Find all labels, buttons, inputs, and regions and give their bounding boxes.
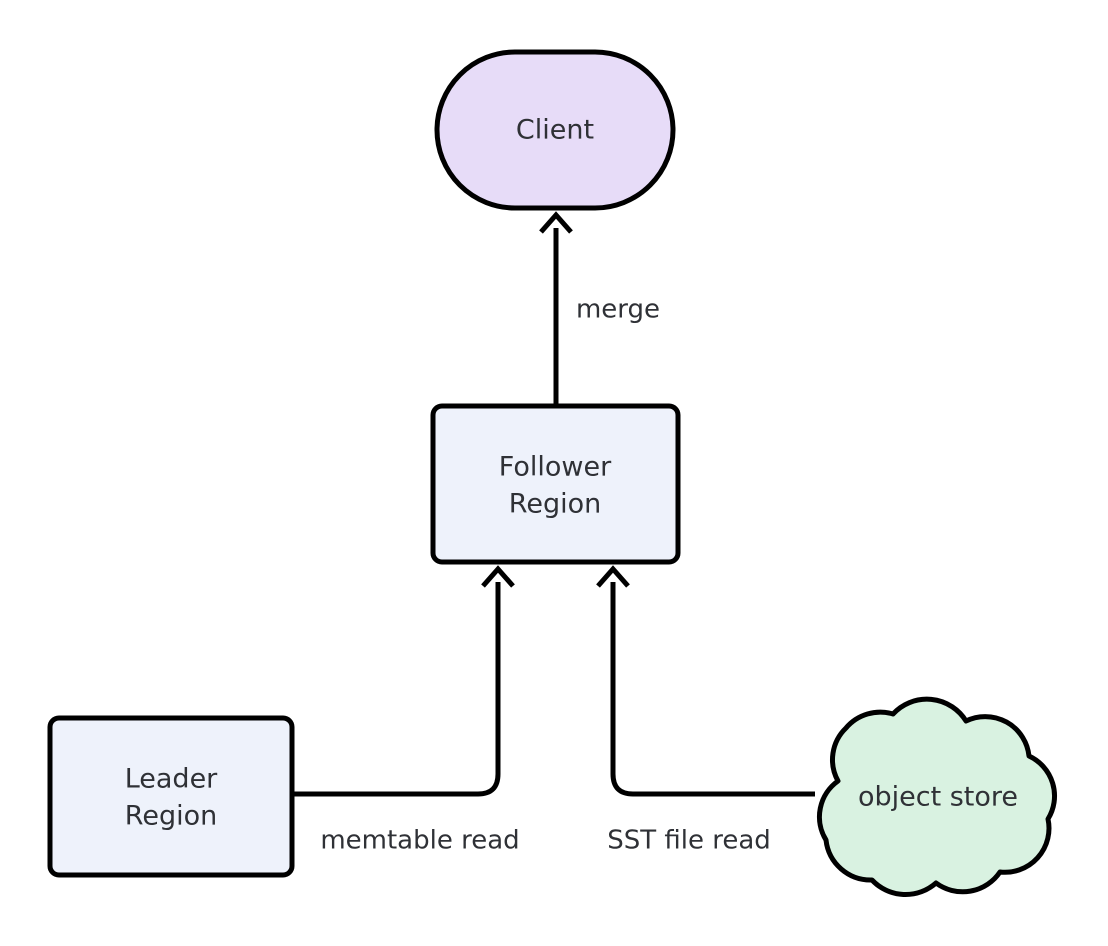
leader-region-label-line2: Region xyxy=(125,801,217,832)
client-shape[interactable] xyxy=(434,49,676,211)
follower-region-label-line1: Follower xyxy=(499,452,612,483)
arrowhead-up-right xyxy=(596,565,630,588)
edge-follower-to-client xyxy=(539,211,573,404)
object-store-cloud-shape[interactable] xyxy=(817,696,1057,898)
edge-objectstore-to-follower-path xyxy=(610,582,815,797)
node-client[interactable]: Client xyxy=(434,49,676,211)
follower-region-shape[interactable] xyxy=(430,403,681,565)
edge-label-memtable-read: memtable read xyxy=(320,826,519,856)
node-follower-region[interactable]: Follower Region xyxy=(430,403,681,565)
edge-leader-to-follower-path xyxy=(292,582,501,797)
edge-label-merge: merge xyxy=(576,295,660,325)
client-label: Client xyxy=(516,115,594,146)
node-leader-region[interactable]: Leader Region xyxy=(47,715,295,878)
leader-region-label-line1: Leader xyxy=(125,764,218,795)
arrowhead-up-merge xyxy=(539,211,573,234)
edge-label-sst-file-read: SST file read xyxy=(607,826,771,856)
edge-leader-to-follower xyxy=(292,565,515,797)
node-object-store[interactable]: object store xyxy=(817,696,1057,898)
leader-region-shape[interactable] xyxy=(47,715,295,878)
follower-region-label-line2: Region xyxy=(509,489,601,520)
object-store-label: object store xyxy=(858,782,1018,813)
edge-objectstore-to-follower xyxy=(596,565,815,797)
arrowhead-up-left xyxy=(481,565,515,588)
